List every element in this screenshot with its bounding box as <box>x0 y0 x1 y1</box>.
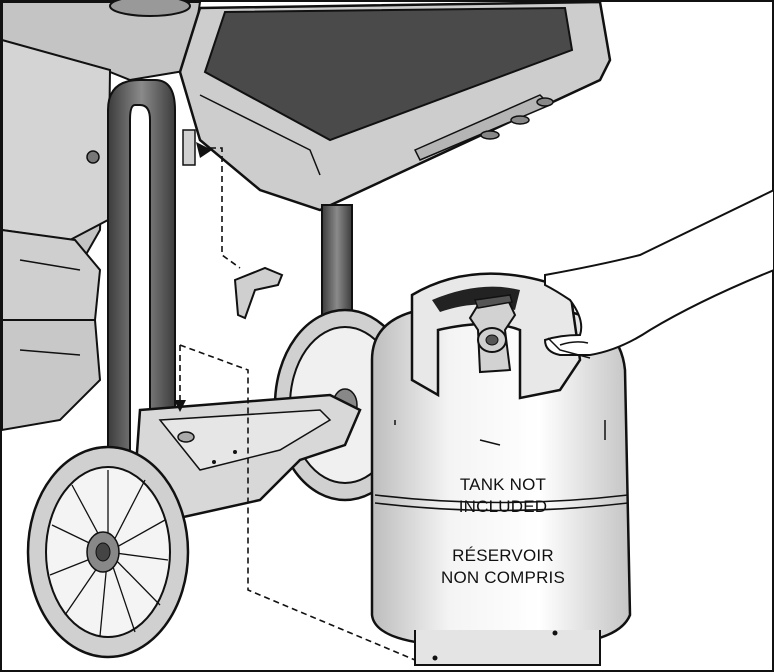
grill-body <box>0 0 202 432</box>
tank-label-fr-line1: RÉSERVOIR <box>452 546 554 565</box>
guide-lines <box>179 147 416 661</box>
tank-label-fr-line2: NON COMPRIS <box>440 568 566 587</box>
side-shelf <box>178 0 612 212</box>
tank-label-en-line2: INCLUDED <box>458 497 548 516</box>
tank-label-en: TANK NOT INCLUDED <box>383 474 623 518</box>
tank-label-fr: RÉSERVOIR NON COMPRIS <box>383 545 623 589</box>
tank-label-en-line1: TANK NOT <box>459 475 547 494</box>
tank-clip-part <box>233 266 284 320</box>
guide-arrows <box>174 142 212 412</box>
propane-tank <box>370 272 632 666</box>
hand <box>543 188 774 359</box>
front-wheel <box>26 445 190 659</box>
bottom-tray <box>133 393 362 522</box>
